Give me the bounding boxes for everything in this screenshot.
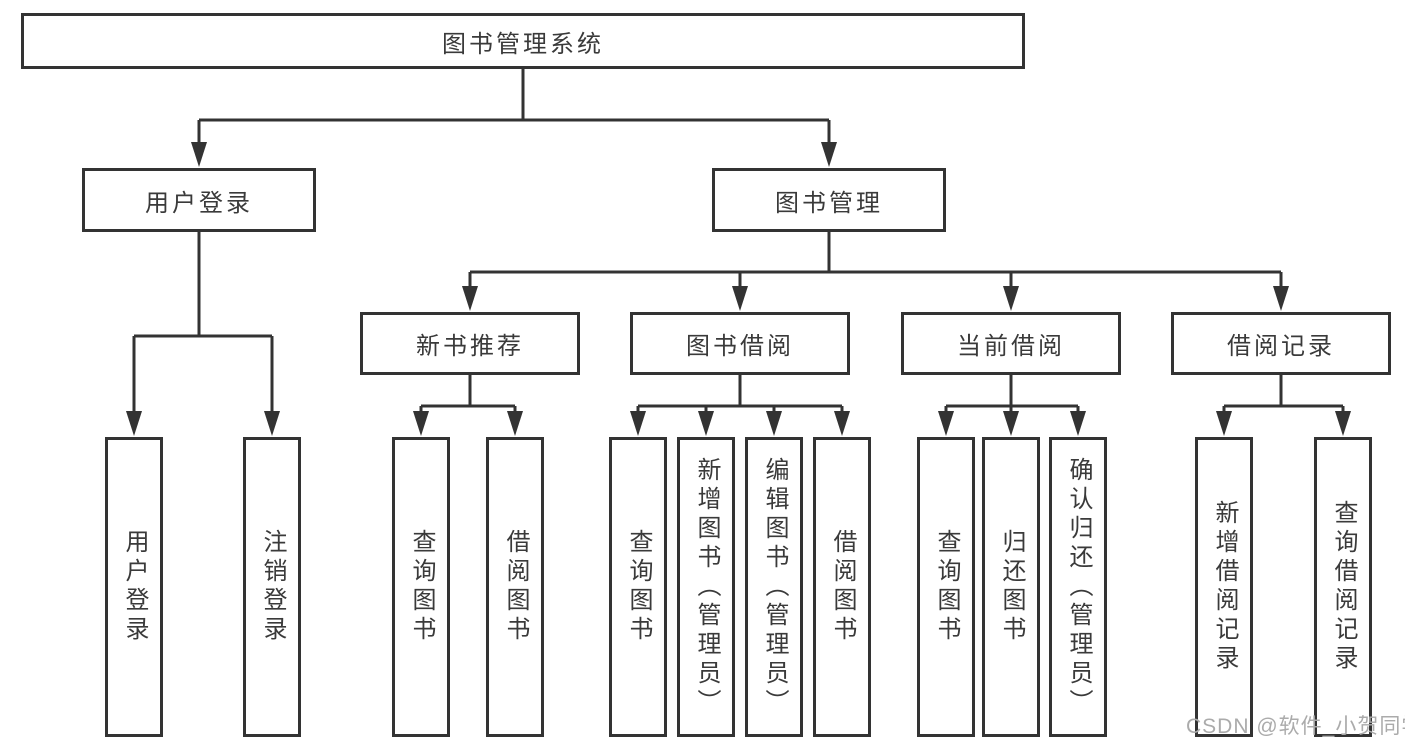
node-current-borrow-label: 当前借阅 xyxy=(957,333,1065,360)
arrowhead xyxy=(1216,411,1232,436)
arrowhead xyxy=(264,411,280,436)
arrowhead xyxy=(821,142,837,167)
leaf-br-add-record-label: 新增借阅记录 xyxy=(1211,500,1238,674)
leaf-br-query-record-label: 查询借阅记录 xyxy=(1330,500,1357,674)
arrowhead xyxy=(1003,286,1019,311)
leaf-cb-confirm-return-admin: 确认归还（管理员） xyxy=(1049,437,1107,737)
connector-newbook-to-leaves xyxy=(419,375,517,416)
leaf-bb-query-books: 查询图书 xyxy=(609,437,667,737)
connector-bookborrow-to-leaves xyxy=(636,375,844,416)
arrowhead xyxy=(191,142,207,167)
leaf-user-login: 用户登录 xyxy=(105,437,163,737)
leaf-bb-query-books-label: 查询图书 xyxy=(625,529,652,645)
arrowhead xyxy=(462,286,478,311)
node-root: 图书管理系统 xyxy=(21,13,1025,69)
leaf-nb-borrow-books: 借阅图书 xyxy=(486,437,544,737)
leaf-bb-edit-books-admin-label: 编辑图书（管理员） xyxy=(761,456,788,718)
leaf-cb-confirm-return-admin-label: 确认归还（管理员） xyxy=(1065,456,1092,718)
arrowhead xyxy=(732,286,748,311)
node-borrow-records-label: 借阅记录 xyxy=(1227,333,1335,360)
leaf-cb-query-books-label: 查询图书 xyxy=(933,529,960,645)
leaf-bb-add-books-admin-label: 新增图书（管理员） xyxy=(693,456,720,718)
node-new-book-recommend: 新书推荐 xyxy=(360,312,580,375)
arrowhead xyxy=(1070,411,1086,436)
connector-bookmgmt-to-level3 xyxy=(468,232,1283,291)
arrowhead xyxy=(507,411,523,436)
leaf-cb-return-books: 归还图书 xyxy=(982,437,1040,737)
leaf-logout: 注销登录 xyxy=(243,437,301,737)
node-borrow-records: 借阅记录 xyxy=(1171,312,1391,375)
connector-stems xyxy=(132,69,1345,416)
csdn-watermark: CSDN @软件_小贺同学 xyxy=(1186,715,1405,738)
leaf-logout-label: 注销登录 xyxy=(259,529,286,645)
arrowhead xyxy=(1335,411,1351,436)
node-book-mgmt-label: 图书管理 xyxy=(775,189,883,217)
connector-root-to-level2 xyxy=(197,69,831,147)
node-book-borrow-label: 图书借阅 xyxy=(686,333,794,360)
arrowhead xyxy=(126,411,142,436)
arrowhead xyxy=(834,411,850,436)
leaf-br-add-record: 新增借阅记录 xyxy=(1195,437,1253,737)
leaf-bb-add-books-admin: 新增图书（管理员） xyxy=(677,437,735,737)
node-book-mgmt: 图书管理 xyxy=(712,168,946,232)
node-user-login-label: 用户登录 xyxy=(145,189,253,217)
node-user-login: 用户登录 xyxy=(82,168,316,232)
leaf-bb-edit-books-admin: 编辑图书（管理员） xyxy=(745,437,803,737)
arrowhead xyxy=(1003,411,1019,436)
node-new-book-recommend-label: 新书推荐 xyxy=(416,333,524,360)
arrowhead xyxy=(630,411,646,436)
leaf-cb-query-books: 查询图书 xyxy=(917,437,975,737)
connector-currentborrow-to-leaves xyxy=(944,375,1080,416)
leaf-user-login-label: 用户登录 xyxy=(121,529,148,645)
arrowhead xyxy=(413,411,429,436)
leaf-bb-borrow-books: 借阅图书 xyxy=(813,437,871,737)
leaf-bb-borrow-books-label: 借阅图书 xyxy=(829,529,856,645)
arrowhead xyxy=(766,411,782,436)
leaf-cb-return-books-label: 归还图书 xyxy=(998,529,1025,645)
leaf-nb-query-books: 查询图书 xyxy=(392,437,450,737)
node-root-label: 图书管理系统 xyxy=(442,30,604,58)
leaf-br-query-record: 查询借阅记录 xyxy=(1314,437,1372,737)
leaf-nb-borrow-books-label: 借阅图书 xyxy=(502,529,529,645)
node-book-borrow: 图书借阅 xyxy=(630,312,850,375)
arrowheads xyxy=(126,142,1351,436)
leaf-nb-query-books-label: 查询图书 xyxy=(408,529,435,645)
arrowhead xyxy=(698,411,714,436)
node-current-borrow: 当前借阅 xyxy=(901,312,1121,375)
arrowhead xyxy=(1273,286,1289,311)
arrowhead xyxy=(938,411,954,436)
connector-userlogin-to-leaves xyxy=(132,232,274,416)
connector-records-to-leaves xyxy=(1222,375,1345,416)
